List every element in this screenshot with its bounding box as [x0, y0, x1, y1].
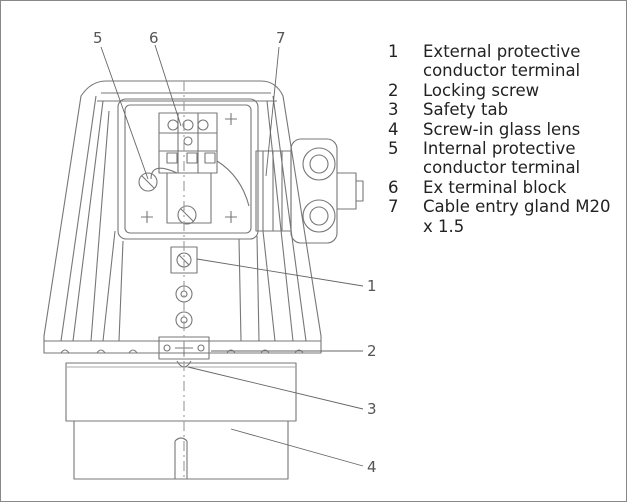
legend: 1 External protective conductor terminal… — [388, 42, 624, 236]
callout-7: 7 — [276, 29, 286, 47]
device-drawing: 1 2 3 4 5 6 7 — [43, 29, 377, 481]
cable-gland — [255, 138, 364, 244]
legend-label: Safety tab — [423, 100, 509, 120]
legend-label: Cable entry gland M20 x 1.5 — [423, 197, 611, 236]
callout-2: 2 — [367, 342, 377, 360]
callout-6: 6 — [149, 29, 159, 47]
legend-number: 1 — [388, 42, 399, 61]
leader-lines — [100, 44, 364, 467]
legend-number: 6 — [388, 177, 399, 197]
legend-item: 3 Safety tab — [388, 100, 624, 119]
legend-number: 3 — [388, 100, 399, 120]
callout-3: 3 — [367, 400, 377, 418]
callout-1: 1 — [367, 277, 377, 295]
legend-item: 1 External protective conductor terminal — [388, 42, 624, 81]
legend-item: 7 Cable entry gland M20 x 1.5 — [388, 197, 624, 236]
legend-label: Internal protective conductor terminal — [423, 139, 581, 178]
legend-number: 7 — [388, 197, 399, 217]
legend-number: 2 — [388, 80, 399, 100]
legend-item: 2 Locking screw — [388, 81, 624, 100]
housing — [43, 80, 322, 354]
legend-item: 5 Internal protective conductor terminal — [388, 139, 624, 178]
legend-label: Ex terminal block — [423, 177, 567, 197]
callout-5: 5 — [93, 29, 103, 47]
legend-item: 4 Screw-in glass lens — [388, 120, 624, 139]
glass-lens — [65, 362, 297, 480]
terminal-box — [117, 98, 259, 240]
legend-item: 6 Ex terminal block — [388, 178, 624, 197]
legend-label: External protective conductor terminal — [423, 42, 581, 81]
legend-label: Screw-in glass lens — [423, 119, 581, 139]
legend-label: Locking screw — [423, 80, 540, 100]
legend-number: 5 — [388, 139, 399, 159]
callout-4: 4 — [367, 458, 377, 476]
legend-number: 4 — [388, 119, 399, 139]
